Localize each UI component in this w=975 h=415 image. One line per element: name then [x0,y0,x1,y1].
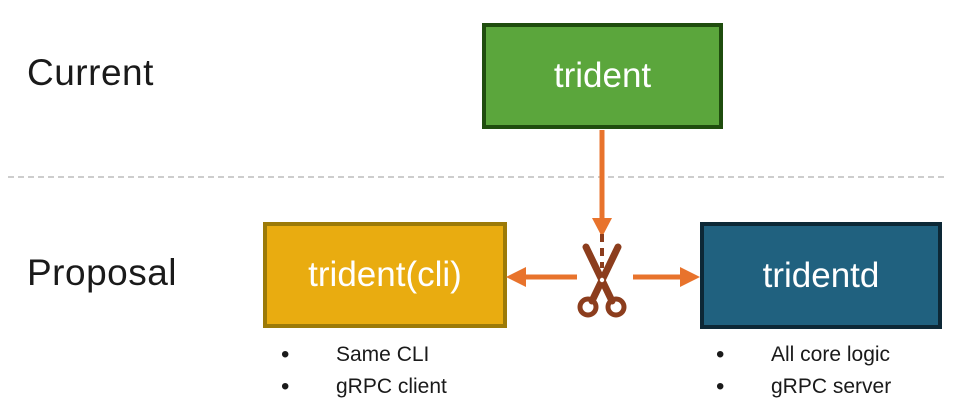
list-item: All core logic [716,339,891,371]
box-trident-cli: trident(cli) [263,222,507,328]
bullet-list-tridentd: All core logic gRPC server [716,339,891,403]
box-tridentd: tridentd [700,222,942,329]
row-label-proposal: Proposal [27,252,178,293]
scissors-icon [577,234,627,318]
box-trident-label: trident [553,56,652,95]
row-label-current: Current [27,52,154,93]
list-item: Same CLI [281,339,447,371]
arrow-right [633,267,700,287]
dashed-divider-line [8,176,944,178]
box-trident: trident [482,23,723,129]
arrow-down [592,130,612,237]
box-trident-cli-label: trident(cli) [308,255,462,294]
list-item: gRPC client [281,371,447,403]
box-tridentd-label: tridentd [762,255,880,295]
list-item: gRPC server [716,371,891,403]
arrow-left [506,267,577,287]
bullet-list-trident-cli: Same CLI gRPC client [281,339,447,403]
